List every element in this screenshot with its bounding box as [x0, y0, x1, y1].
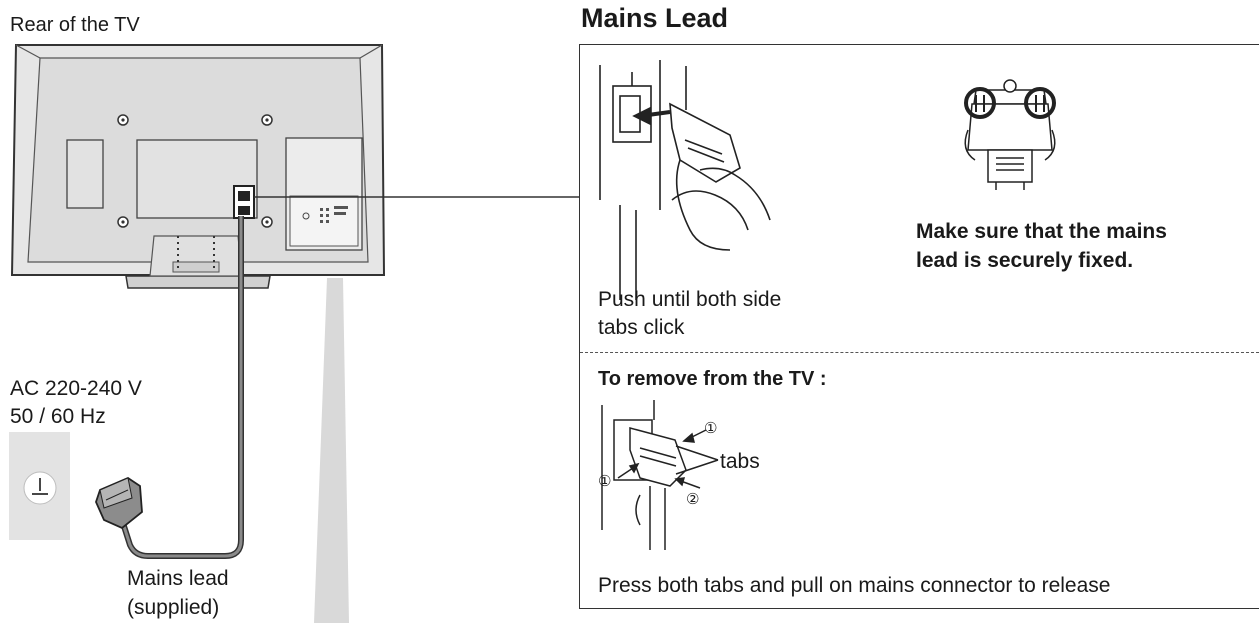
remove-connector-illustration — [601, 400, 719, 550]
push-instruction-line2: tabs click — [598, 316, 685, 339]
step-2-marker: ② — [686, 491, 700, 508]
rear-of-tv-label: Rear of the TV — [10, 14, 140, 36]
mains-lead-label-line2: (supplied) — [127, 596, 220, 619]
secure-instruction-line1: Make sure that the mains — [916, 220, 1167, 243]
section-divider — [580, 352, 1259, 353]
mains-lead-panel — [579, 44, 1259, 609]
step-1-marker-left: ① — [598, 473, 612, 490]
secure-instruction-line2: lead is securely fixed. — [916, 249, 1134, 272]
mains-plug-icon — [95, 476, 143, 530]
push-instruction-line1: Push until both side — [598, 288, 782, 311]
tabs-label: tabs — [720, 450, 760, 473]
panel-title: Mains Lead — [581, 3, 729, 33]
secure-connector-illustration — [964, 79, 1056, 190]
light-beam — [314, 278, 349, 623]
push-connector-illustration — [599, 60, 771, 300]
power-rating-line1: AC 220-240 V — [10, 377, 142, 400]
mains-lead-label-line1: Mains lead — [127, 567, 229, 590]
release-instruction: Press both tabs and pull on mains connec… — [598, 574, 1111, 597]
remove-heading: To remove from the TV : — [598, 368, 827, 390]
step-1-marker-right: ① — [704, 420, 718, 437]
power-rating-line2: 50 / 60 Hz — [10, 405, 106, 428]
